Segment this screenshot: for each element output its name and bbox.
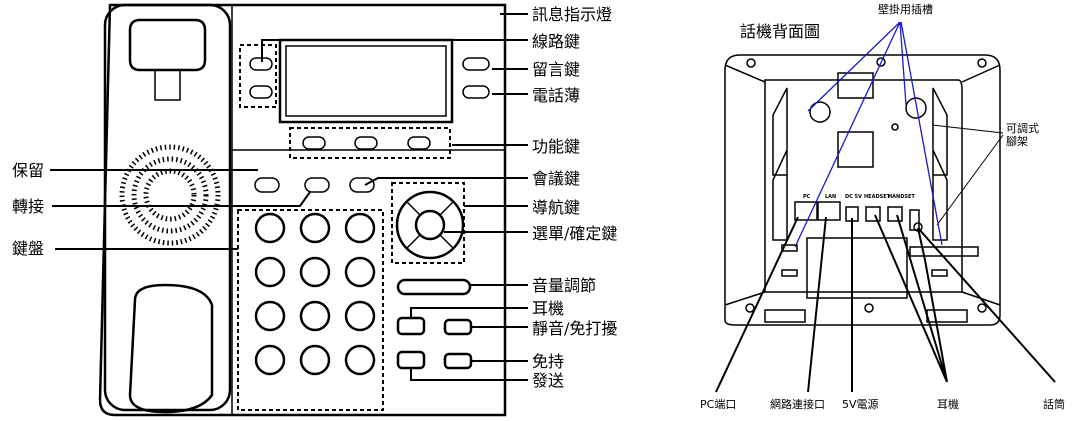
label-line-key: 線路鍵 xyxy=(532,32,580,51)
navigation-key[interactable] xyxy=(395,190,465,260)
label-speaker: 免持 xyxy=(532,352,564,371)
label-hold: 保留 xyxy=(12,161,44,180)
front-labels: 訊息指示燈 線路鍵 留言鍵 電話薄 功能鍵 會議鍵 導航鍵 選單/確定鍵 音量調… xyxy=(12,5,617,390)
volume-key[interactable] xyxy=(396,278,472,296)
label-send: 發送 xyxy=(532,371,564,390)
handset-mouthpiece xyxy=(128,283,214,414)
port-label-headset: HEADSET xyxy=(864,194,891,200)
label-5v-power: 5V電源 xyxy=(842,397,879,411)
label-handset-port: 話筒 xyxy=(1043,397,1065,411)
pc-port xyxy=(794,201,818,221)
label-keypad: 鍵盤 xyxy=(12,239,44,258)
send-button[interactable] xyxy=(396,350,426,370)
label-mute-dnd: 靜音/免打擾 xyxy=(532,319,617,338)
label-menu-ok: 選單/確定鍵 xyxy=(532,224,617,243)
line-key[interactable] xyxy=(249,85,273,99)
handset-earpiece xyxy=(128,18,207,72)
phone-back: 話機背面圖 壁掛用插槽 PC LAN DC 5V HEADSET HANDSET… xyxy=(700,2,1065,411)
label-conference: 會議鍵 xyxy=(532,169,580,188)
wall-mount-slot xyxy=(809,97,927,123)
port-label-pc: PC xyxy=(803,194,811,200)
speaker-button[interactable] xyxy=(443,352,473,370)
back-body xyxy=(724,54,1001,326)
adjustable-stand xyxy=(772,87,948,241)
mute-dnd-button[interactable] xyxy=(443,318,473,336)
label-headset: 耳機 xyxy=(532,299,564,318)
port-label-lan: LAN xyxy=(825,194,836,200)
port-label-handset: HANDSET xyxy=(888,194,915,200)
lan-port xyxy=(817,201,841,221)
label-navigation: 導航鍵 xyxy=(532,198,580,217)
label-phonebook: 電話薄 xyxy=(532,86,580,105)
conference-button[interactable] xyxy=(349,177,375,193)
phone-body xyxy=(98,3,507,417)
transfer-button[interactable] xyxy=(304,177,330,193)
message-key[interactable] xyxy=(462,57,490,71)
label-lan-port: 網路連接口 xyxy=(770,397,825,411)
label-stand-line1: 可調式 xyxy=(1006,121,1039,135)
handset xyxy=(103,3,232,412)
label-wall-mount: 壁掛用插槽 xyxy=(878,2,933,16)
label-pc-port: PC端口 xyxy=(700,398,736,411)
label-headset-port: 耳機 xyxy=(937,397,959,411)
hold-button[interactable] xyxy=(254,177,280,193)
headset-port xyxy=(865,206,881,222)
back-title: 話機背面圖 xyxy=(740,22,820,41)
soft-key[interactable] xyxy=(354,136,378,150)
keypad-keys[interactable] xyxy=(254,212,376,376)
phone-front xyxy=(98,3,507,417)
soft-key[interactable] xyxy=(302,136,326,150)
soft-key[interactable] xyxy=(407,136,431,150)
menu-ok-key[interactable] xyxy=(414,209,446,241)
speaker-grille xyxy=(119,144,221,246)
label-volume: 音量調節 xyxy=(532,276,596,295)
label-function-keys: 功能鍵 xyxy=(532,137,580,156)
headset-button[interactable] xyxy=(396,316,426,336)
label-transfer: 轉接 xyxy=(12,197,44,216)
handset-port xyxy=(887,206,903,222)
phonebook-key[interactable] xyxy=(462,85,490,99)
lcd-screen xyxy=(278,38,454,124)
keypad xyxy=(237,209,384,411)
label-message-key: 留言鍵 xyxy=(532,60,580,79)
label-message-indicator: 訊息指示燈 xyxy=(532,5,612,24)
label-stand-line2: 腳架 xyxy=(1006,135,1028,148)
leader-lines xyxy=(50,13,528,381)
port-label-dc5v: DC 5V xyxy=(845,194,862,200)
